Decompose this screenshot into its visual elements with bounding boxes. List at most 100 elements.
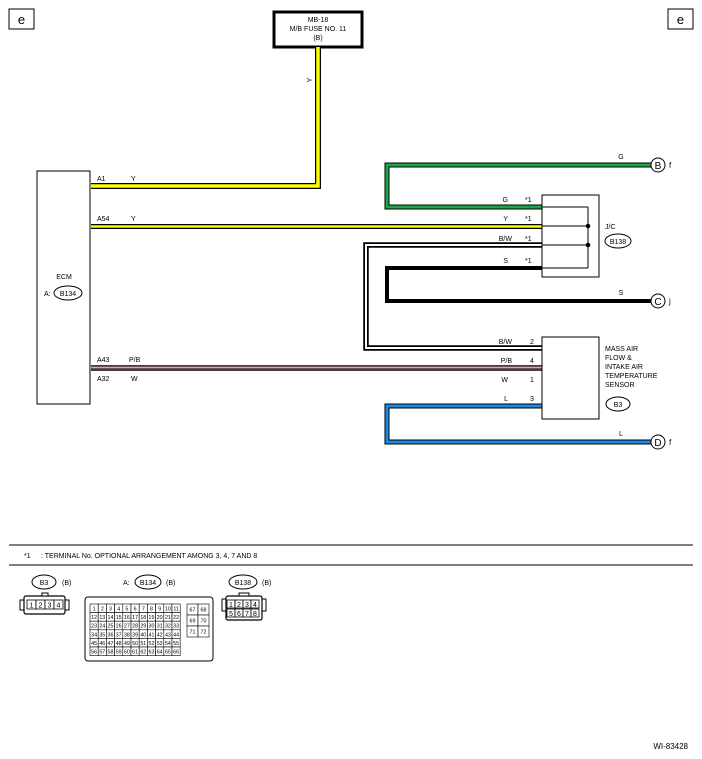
b134-pin-18: 18 [140, 615, 146, 621]
b134-pin-5: 5 [125, 607, 128, 613]
b134-pin-40: 40 [140, 632, 146, 638]
fuse-wire-color: Y [307, 77, 314, 82]
offpage-c-wire-color: S [619, 290, 624, 297]
jc-row-y-term: *1 [525, 216, 532, 223]
jc-row-s-color: S [503, 258, 508, 265]
b134-pin-62: 62 [140, 650, 146, 656]
b134-pin-10: 10 [165, 607, 171, 613]
offpage-c-page: j [668, 297, 671, 306]
jc-row-y-color: Y [503, 216, 508, 223]
b134-pin-22: 22 [173, 615, 179, 621]
corner-mark-right-label: e [677, 12, 684, 27]
offpage-b-letter: B [655, 161, 662, 172]
jc-row-s-term: *1 [525, 258, 532, 265]
b134-pin-48: 48 [116, 641, 122, 647]
wire-green-to-offpage-b [384, 162, 651, 210]
b134-pin-42: 42 [157, 632, 163, 638]
fuse-box: MB-18 M/B FUSE NO. 11 (B) [272, 10, 364, 49]
b134-pin-15: 15 [116, 615, 122, 621]
b134-pin-51: 51 [140, 641, 146, 647]
b134-pin-33: 33 [173, 624, 179, 630]
b134-pin-35: 35 [99, 632, 105, 638]
b134-pin-39: 39 [132, 632, 138, 638]
offpage-connector-b: G B f [618, 154, 672, 173]
document-code: WI-83428 [653, 742, 688, 751]
b134-pin-cell [171, 646, 181, 656]
connector-b138-cell [226, 599, 236, 609]
offpage-d-letter: D [654, 438, 661, 449]
b134-pin-61: 61 [132, 650, 138, 656]
wire-s-to-offpage-c [385, 266, 651, 303]
offpage-b-wire-color: G [618, 154, 623, 161]
connector-b138-pin-3: 3 [245, 602, 249, 609]
b134-pin-52: 52 [149, 641, 155, 647]
b134-pin-41: 41 [149, 632, 155, 638]
connector-b134-suffix: (B) [166, 580, 175, 587]
connector-b134-name: B134 [140, 580, 156, 587]
ecm-pin-a54-color: Y [131, 216, 136, 223]
b134-pin-36: 36 [108, 632, 114, 638]
b134-pin-43: 43 [165, 632, 171, 638]
wire-fuse-to-ecm-a1: Y [91, 47, 321, 189]
ecm-pin-a43: A43 [97, 357, 110, 364]
connector-b138-suffix: (B) [262, 580, 271, 587]
b134-pin-57: 57 [99, 650, 105, 656]
jc-label: J/C [605, 224, 616, 231]
offpage-connector-d: L D f [619, 431, 672, 450]
b134-pin-19: 19 [149, 615, 155, 621]
connector-b3-pin-3: 3 [48, 603, 52, 610]
connector-b138-pin-6: 6 [237, 611, 241, 618]
b134-pin-65: 65 [165, 650, 171, 656]
b134-pin-2: 2 [101, 607, 104, 613]
b134-pin-24: 24 [99, 624, 105, 630]
b134-pin-58: 58 [108, 650, 114, 656]
b134-pin-49: 49 [124, 641, 130, 647]
b134-pin-6: 6 [134, 607, 137, 613]
corner-mark-left: e [8, 8, 35, 30]
b134-pin-59: 59 [116, 650, 122, 656]
b134-pin-47: 47 [108, 641, 114, 647]
sensor-line3: INTAKE AIR [605, 364, 643, 371]
sensor-pin1-color: W [501, 377, 508, 384]
wire-blue-to-offpage-d [384, 403, 651, 445]
b134-side-pin-cell [197, 625, 210, 638]
b134-pin-72: 72 [201, 630, 207, 636]
wire-bw-jc-to-sensor [363, 242, 542, 351]
ecm-pin-a43-color: P/B [129, 357, 141, 364]
ecm-pin-a54: A54 [97, 216, 110, 223]
sensor-pin4-color: P/B [501, 358, 513, 365]
b134-pin-9: 9 [158, 607, 161, 613]
ecm-pin-a32: A32 [97, 376, 110, 383]
b134-pin-20: 20 [157, 615, 163, 621]
b134-pin-66: 66 [173, 650, 179, 656]
offpage-c-letter: C [654, 297, 661, 308]
offpage-b-page: f [669, 161, 672, 170]
footnote-text: : TERMINAL No. OPTIONAL ARRANGEMENT AMON… [41, 553, 257, 560]
jc-row-bw-term: *1 [525, 236, 532, 243]
b134-pin-11: 11 [173, 607, 179, 613]
b134-pin-64: 64 [157, 650, 163, 656]
b134-pin-46: 46 [99, 641, 105, 647]
b134-pin-50: 50 [132, 641, 138, 647]
b134-pin-44: 44 [173, 632, 179, 638]
b134-pin-3: 3 [109, 607, 112, 613]
b134-pin-27: 27 [124, 624, 130, 630]
b134-pin-28: 28 [132, 624, 138, 630]
connector-b3-pin-2: 2 [39, 603, 43, 610]
connector-b134-prefix: A: [123, 580, 130, 587]
fuse-line2: M/B FUSE NO. 11 [290, 26, 347, 33]
sensor-line1: MASS AIR [605, 346, 638, 353]
offpage-d-wire-color: L [619, 431, 623, 438]
ecm-pin-a1-color: Y [131, 176, 136, 183]
b134-pin-29: 29 [140, 624, 146, 630]
jc-row-g-term: *1 [525, 197, 532, 204]
b134-pin-32: 32 [165, 624, 171, 630]
b134-pin-7: 7 [142, 607, 145, 613]
ecm-pin-a1: A1 [97, 176, 106, 183]
b134-pin-60: 60 [124, 650, 130, 656]
sensor-pin2-num: 2 [530, 339, 534, 346]
connector-b3-pin-1: 1 [30, 603, 34, 610]
ecm-label: ECM [56, 274, 72, 281]
b134-pin-38: 38 [124, 632, 130, 638]
